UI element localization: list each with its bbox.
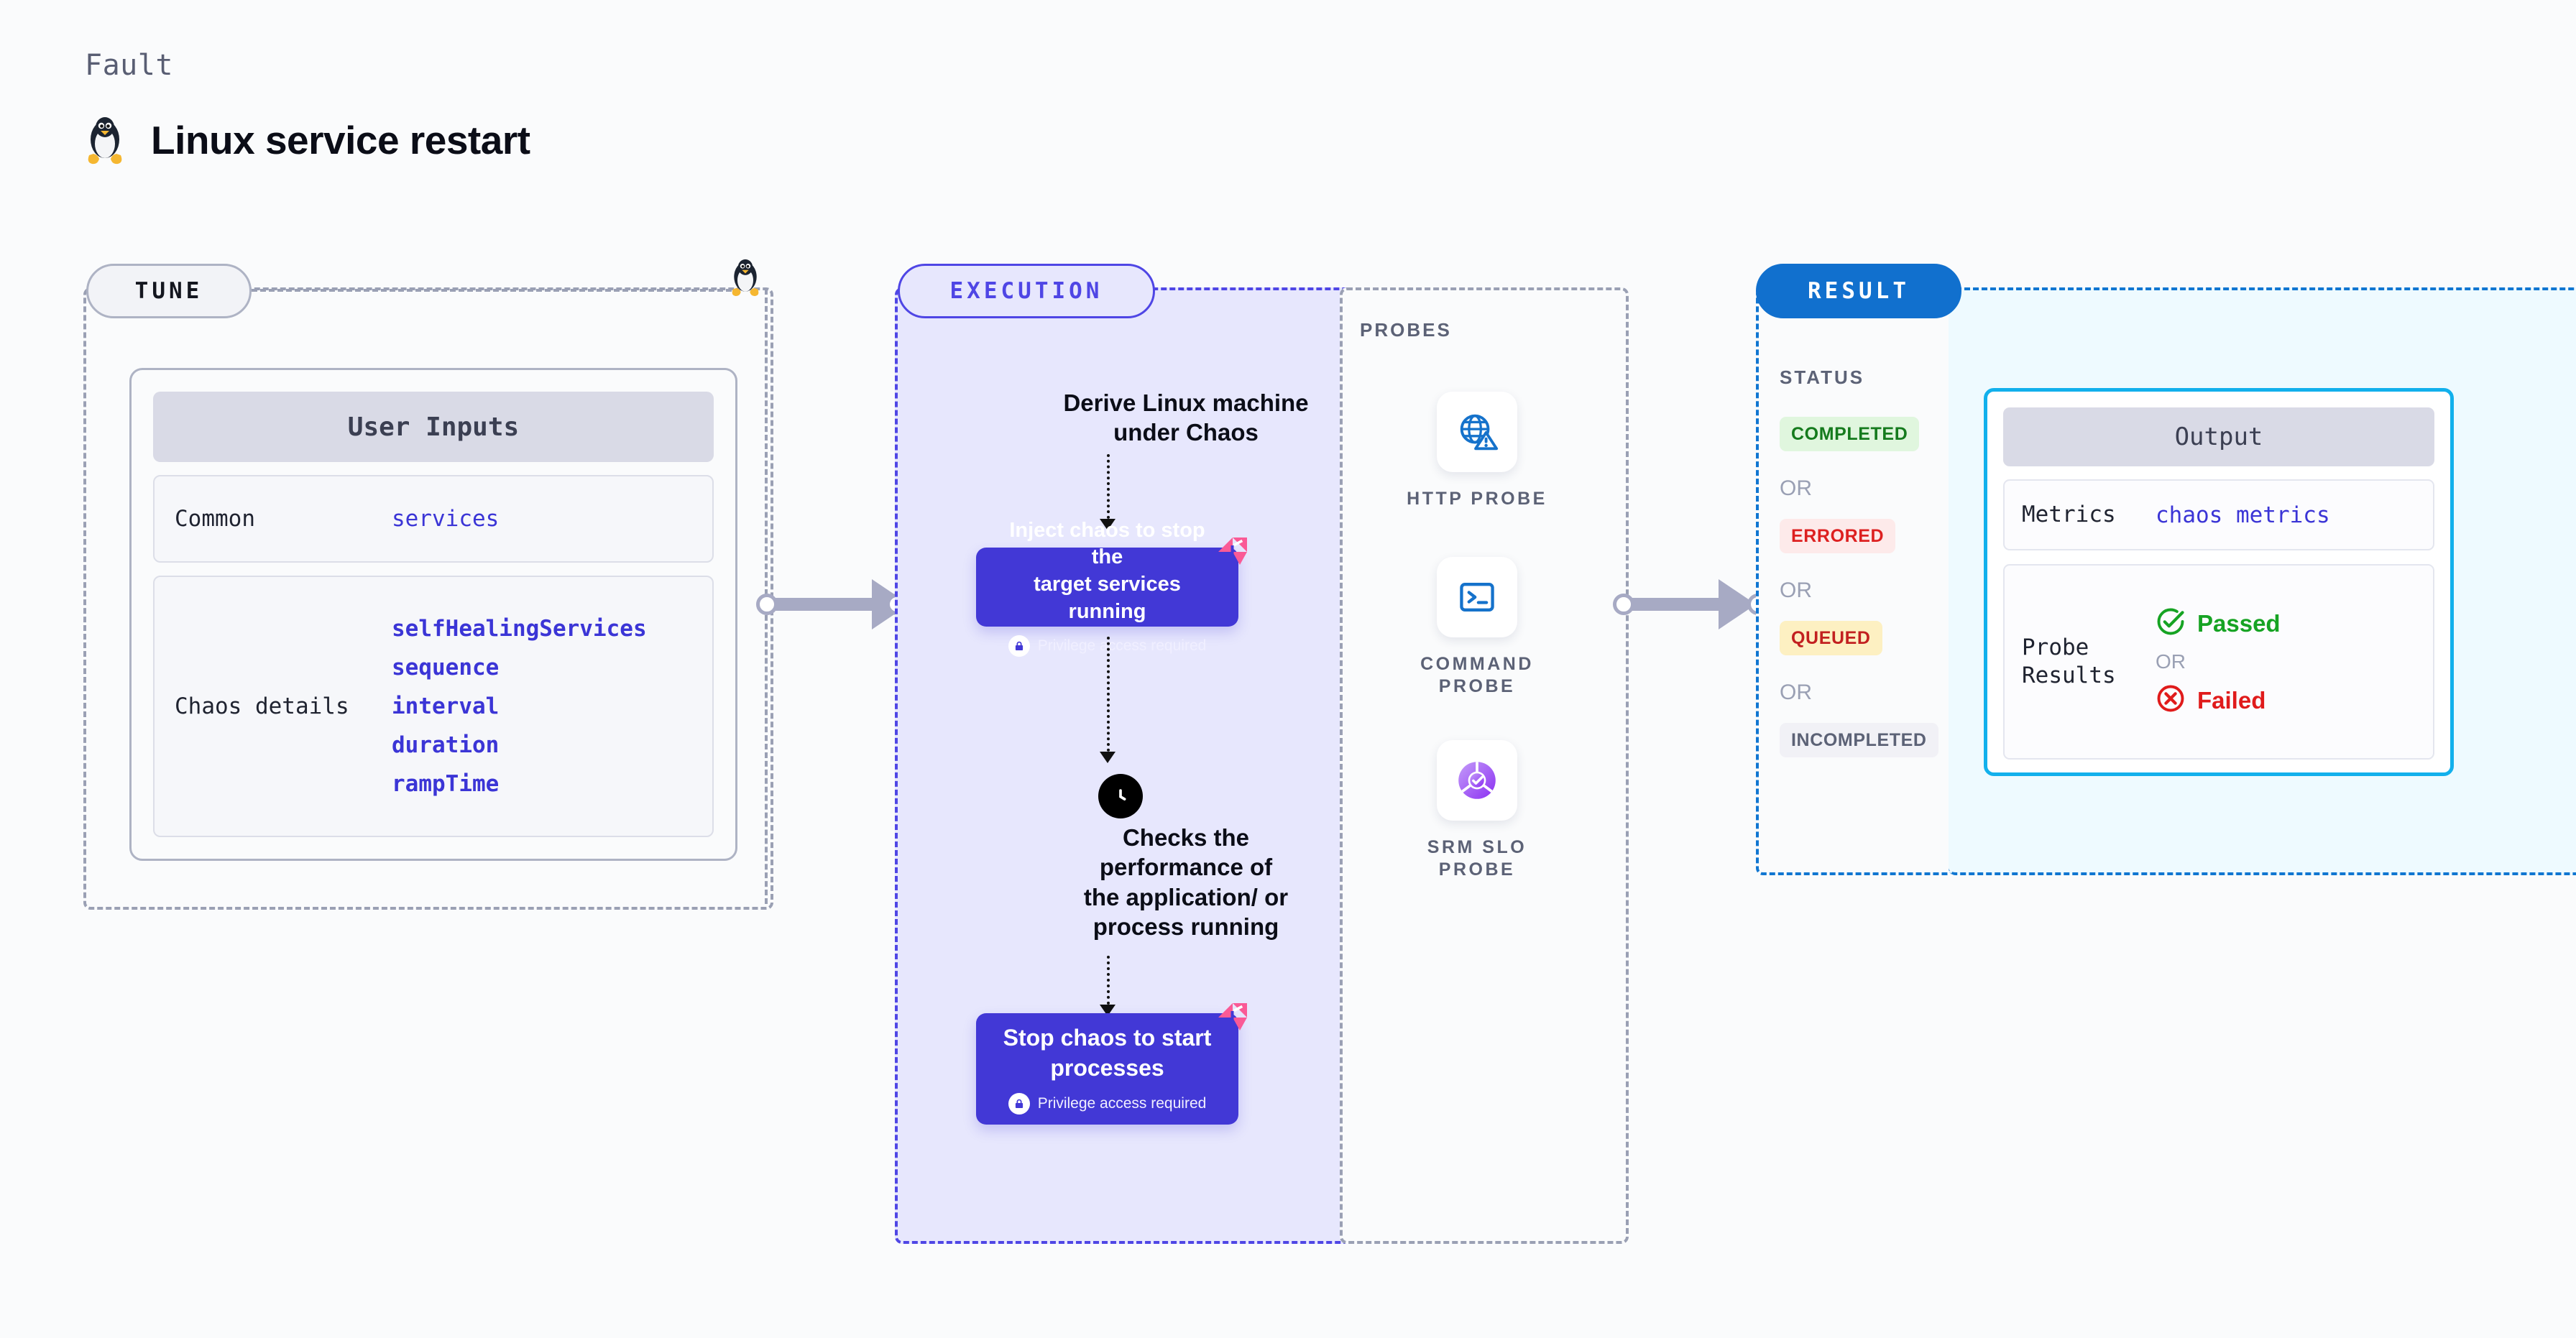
tune-top-dashed-link bbox=[252, 289, 740, 292]
status-badge-errored: ERRORED bbox=[1780, 519, 1896, 553]
connector-execution-to-result bbox=[1623, 579, 1756, 629]
probe-result-passed-label: Passed bbox=[2197, 609, 2281, 637]
privilege-notice-text: Privilege access required bbox=[1037, 637, 1207, 655]
probe-item-srm-slo[interactable]: SRM SLO PROBE bbox=[1387, 740, 1567, 882]
privilege-notice-text: Privilege access required bbox=[1037, 1095, 1207, 1112]
probe-result-passed: Passed bbox=[2156, 606, 2281, 640]
tune-value[interactable]: services bbox=[392, 506, 500, 532]
status-or-label: OR bbox=[1780, 578, 1812, 602]
probes-section-label: PROBES bbox=[1360, 319, 1452, 341]
probe-item-label: SRM SLO PROBE bbox=[1427, 837, 1527, 880]
x-circle-icon bbox=[2156, 683, 2186, 717]
probe-item-http[interactable]: HTTP PROBE bbox=[1387, 392, 1567, 510]
flow-connector-arrow bbox=[1100, 752, 1116, 763]
slo-donut-check-icon bbox=[1437, 740, 1517, 821]
terminal-icon bbox=[1437, 557, 1517, 637]
flow-connector-line bbox=[1107, 454, 1110, 519]
user-inputs-card: User Inputs Common services Chaos detail… bbox=[129, 368, 737, 861]
output-metrics-label: Metrics bbox=[2022, 502, 2116, 528]
stage-badge-tune[interactable]: TUNE bbox=[86, 264, 252, 318]
status-or-label: OR bbox=[1780, 680, 1812, 704]
stage-badge-result[interactable]: RESULT bbox=[1756, 264, 1961, 318]
tune-value[interactable]: rampTime bbox=[392, 771, 500, 797]
probe-result-failed-label: Failed bbox=[2197, 686, 2266, 714]
privilege-notice: Privilege access required bbox=[1008, 1093, 1207, 1115]
tune-value[interactable]: sequence bbox=[392, 655, 500, 680]
page-title: Linux service restart bbox=[151, 118, 530, 162]
status-badge-queued: QUEUED bbox=[1780, 621, 1882, 655]
status-badge-completed: COMPLETED bbox=[1780, 417, 1920, 451]
page-title-row: Linux service restart bbox=[85, 115, 530, 165]
flow-connector-arrow bbox=[1100, 519, 1116, 530]
output-card: Output Metrics chaos metrics Probe Resul… bbox=[1984, 388, 2454, 776]
probe-item-label: HTTP PROBE bbox=[1407, 489, 1547, 509]
stage-result-panel bbox=[1756, 287, 1954, 875]
execution-action-inject-chaos[interactable]: Inject chaos to stop the target services… bbox=[976, 519, 1247, 658]
execution-step-text-derive: Derive Linux machine under Chaos bbox=[1063, 389, 1309, 446]
check-circle-icon bbox=[2156, 606, 2186, 640]
lock-icon bbox=[1008, 1093, 1030, 1115]
connector-node-left bbox=[756, 594, 778, 615]
connector-node-left bbox=[1613, 594, 1634, 615]
tune-value[interactable]: interval bbox=[392, 693, 500, 719]
linux-penguin-icon bbox=[85, 115, 125, 165]
globe-warning-icon bbox=[1437, 392, 1517, 472]
clock-icon bbox=[1098, 774, 1143, 818]
stage-badge-execution[interactable]: EXECUTION bbox=[898, 264, 1155, 318]
output-section-metrics: Metrics chaos metrics bbox=[2003, 479, 2434, 550]
tune-section-label: Chaos details bbox=[175, 693, 349, 719]
output-metrics-value[interactable]: chaos metrics bbox=[2156, 502, 2330, 528]
output-card-title: Output bbox=[2003, 407, 2434, 466]
tune-section-chaos-details: Chaos details selfHealingServices sequen… bbox=[153, 576, 714, 837]
linux-penguin-icon-small bbox=[730, 257, 761, 301]
status-or-label: OR bbox=[1780, 476, 1812, 500]
output-section-probe-results: Probe Results Passed OR bbox=[2003, 564, 2434, 760]
probe-result-failed: Failed bbox=[2156, 683, 2281, 717]
status-section-label: STATUS bbox=[1780, 366, 1865, 388]
execution-action-title: Stop chaos to start processes bbox=[1003, 1024, 1212, 1081]
user-inputs-card-title: User Inputs bbox=[153, 392, 714, 462]
tune-value[interactable]: selfHealingServices bbox=[392, 616, 647, 642]
status-badge-incompleted: INCOMPLETED bbox=[1780, 723, 1938, 757]
execution-action-title: Inject chaos to stop the target services… bbox=[1009, 518, 1205, 623]
output-probe-results-label: Probe Results bbox=[2022, 635, 2116, 688]
flow-connector-line bbox=[1107, 956, 1110, 1005]
probe-item-label: COMMAND PROBE bbox=[1420, 654, 1534, 697]
lock-icon bbox=[1008, 635, 1030, 658]
probe-item-command[interactable]: COMMAND PROBE bbox=[1387, 557, 1567, 698]
chaos-fault-icon bbox=[1217, 536, 1248, 570]
tune-section-values: selfHealingServices sequence interval du… bbox=[392, 616, 647, 797]
page-eyebrow: Fault bbox=[85, 49, 173, 82]
probe-result-or-label: OR bbox=[2156, 650, 2186, 673]
flow-connector-line bbox=[1107, 637, 1110, 752]
privilege-notice: Privilege access required bbox=[1008, 635, 1207, 658]
tune-value[interactable]: duration bbox=[392, 732, 500, 758]
probe-result-values: Passed OR Failed bbox=[2156, 606, 2281, 717]
chaos-fault-icon bbox=[1217, 1002, 1248, 1035]
execution-action-stop-chaos[interactable]: Stop chaos to start processes Privilege … bbox=[976, 1003, 1247, 1125]
tune-section-values: services bbox=[392, 506, 499, 532]
tune-section-common: Common services bbox=[153, 475, 714, 563]
execution-step-text-checks: Checks the performance of the applicatio… bbox=[1083, 824, 1289, 940]
tune-section-label: Common bbox=[175, 506, 255, 532]
